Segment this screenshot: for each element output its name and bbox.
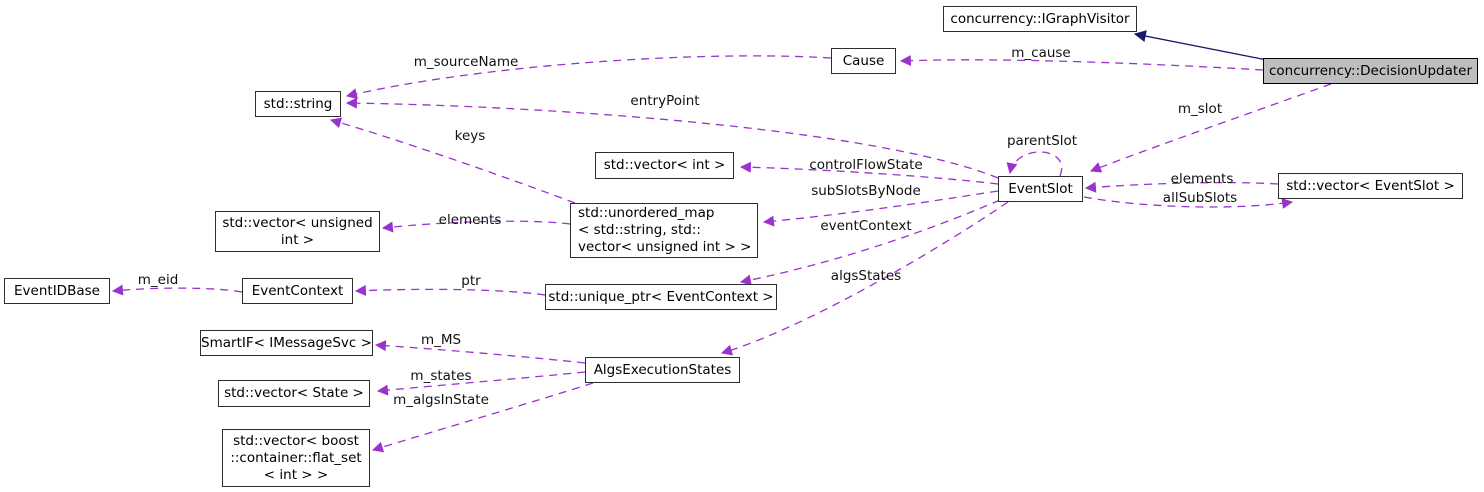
edge-label-m-cause: m_cause xyxy=(1011,45,1071,61)
edge-eventcontext xyxy=(739,199,1001,286)
node-cause-label: Cause xyxy=(842,52,885,69)
edge-label-controlflowstate: controlFlowState xyxy=(809,157,923,173)
node-vector-int-label: std::vector< int > xyxy=(603,157,726,173)
node-eventcontext[interactable]: EventContext xyxy=(242,278,353,304)
edge-label-m-algsinstate: m_algsInState xyxy=(393,392,489,408)
edge-label-m-states: m_states xyxy=(410,368,472,384)
edge-label-keys: keys xyxy=(454,128,486,144)
edge-m-eid xyxy=(111,284,243,296)
node-unique-ptr-eventcontext[interactable]: std::unique_ptr< EventContext > xyxy=(545,284,777,310)
node-vector-eventslot-label: std::vector< EventSlot > xyxy=(1286,177,1455,194)
edge-elements-eventslot xyxy=(1084,181,1279,193)
edge-m-algsinstate xyxy=(371,382,594,453)
edge-m-sourcename xyxy=(345,55,832,100)
edge-subslotsbynode xyxy=(762,190,999,227)
node-eventcontext-label: EventContext xyxy=(251,282,344,299)
node-cause[interactable]: Cause xyxy=(831,48,896,74)
edge-label-elements-unsigned: elements xyxy=(438,212,502,228)
node-eventidbase-label: EventIDBase xyxy=(14,282,100,299)
node-algsexecutionstates-label: AlgsExecutionStates xyxy=(593,361,732,378)
node-decisionupdater[interactable]: concurrency::DecisionUpdater xyxy=(1263,58,1478,84)
edge-ptr xyxy=(354,285,546,297)
node-unique-ptr-eventcontext-label: std::unique_ptr< EventContext > xyxy=(548,288,774,305)
node-vector-unsigned-int-label: std::vector< unsigned int > xyxy=(222,214,373,248)
node-unordered-map[interactable]: std::unordered_map < std::string, std:: … xyxy=(570,203,758,258)
edge-m-states xyxy=(376,371,586,396)
node-vector-boost-flat-set[interactable]: std::vector< boost ::container::flat_set… xyxy=(222,429,370,487)
node-eventidbase[interactable]: EventIDBase xyxy=(4,278,110,304)
edge-m-slot xyxy=(1089,83,1332,173)
node-vector-boost-flat-set-label: std::vector< boost ::container::flat_set… xyxy=(230,432,362,483)
edge-label-algsstates: algsStates xyxy=(830,268,902,284)
edge-elements-unsigned xyxy=(381,220,571,233)
edge-label-m-eid: m_eid xyxy=(137,272,179,288)
node-unordered-map-label: std::unordered_map < std::string, std:: … xyxy=(578,205,752,255)
node-eventslot-label: EventSlot xyxy=(1008,180,1073,197)
node-vector-state[interactable]: std::vector< State > xyxy=(218,380,370,407)
edge-label-m-ms: m_MS xyxy=(420,332,462,348)
edge-label-entrypoint: entryPoint xyxy=(630,93,700,109)
edge-label-m-slot: m_slot xyxy=(1177,101,1223,117)
edge-m-cause xyxy=(899,55,1264,71)
edge-allsubslots xyxy=(1083,196,1294,209)
edge-label-ptr: ptr xyxy=(461,273,481,289)
node-smartif-imessagesvc[interactable]: SmartIF< IMessageSvc > xyxy=(200,330,373,356)
node-igraphvisitor[interactable]: concurrency::IGraphVisitor xyxy=(943,6,1137,32)
node-algsexecutionstates[interactable]: AlgsExecutionStates xyxy=(585,357,740,383)
edge-label-subslotsbynode: subSlotsByNode xyxy=(811,183,921,199)
node-vector-eventslot[interactable]: std::vector< EventSlot > xyxy=(1278,173,1463,199)
edge-label-eventcontext: eventContext xyxy=(820,218,912,234)
edge-m-ms xyxy=(374,340,586,364)
edge-keys xyxy=(329,117,576,204)
edge-label-m-sourcename: m_sourceName xyxy=(413,54,519,70)
node-smartif-imessagesvc-label: SmartIF< IMessageSvc > xyxy=(201,334,372,351)
node-stdstring-label: std::string xyxy=(263,95,333,112)
edge-entrypoint xyxy=(345,97,999,179)
edge-label-allsubslots: allSubSlots xyxy=(1162,190,1238,206)
node-stdstring[interactable]: std::string xyxy=(255,91,341,117)
node-vector-state-label: std::vector< State > xyxy=(224,385,364,401)
node-decisionupdater-label: concurrency::DecisionUpdater xyxy=(1268,62,1473,79)
edge-label-elements-eventslot: elements xyxy=(1170,171,1234,187)
node-vector-int[interactable]: std::vector< int > xyxy=(595,152,734,179)
node-eventslot[interactable]: EventSlot xyxy=(998,176,1083,202)
edge-parentslot xyxy=(1006,151,1063,177)
edge-inheritance-igraphvisitor xyxy=(1133,30,1268,61)
node-vector-unsigned-int[interactable]: std::vector< unsigned int > xyxy=(215,211,380,252)
edge-label-parentslot: parentSlot xyxy=(1006,133,1078,149)
node-igraphvisitor-label: concurrency::IGraphVisitor xyxy=(950,10,1130,27)
edge-controlflowstate xyxy=(739,161,999,185)
